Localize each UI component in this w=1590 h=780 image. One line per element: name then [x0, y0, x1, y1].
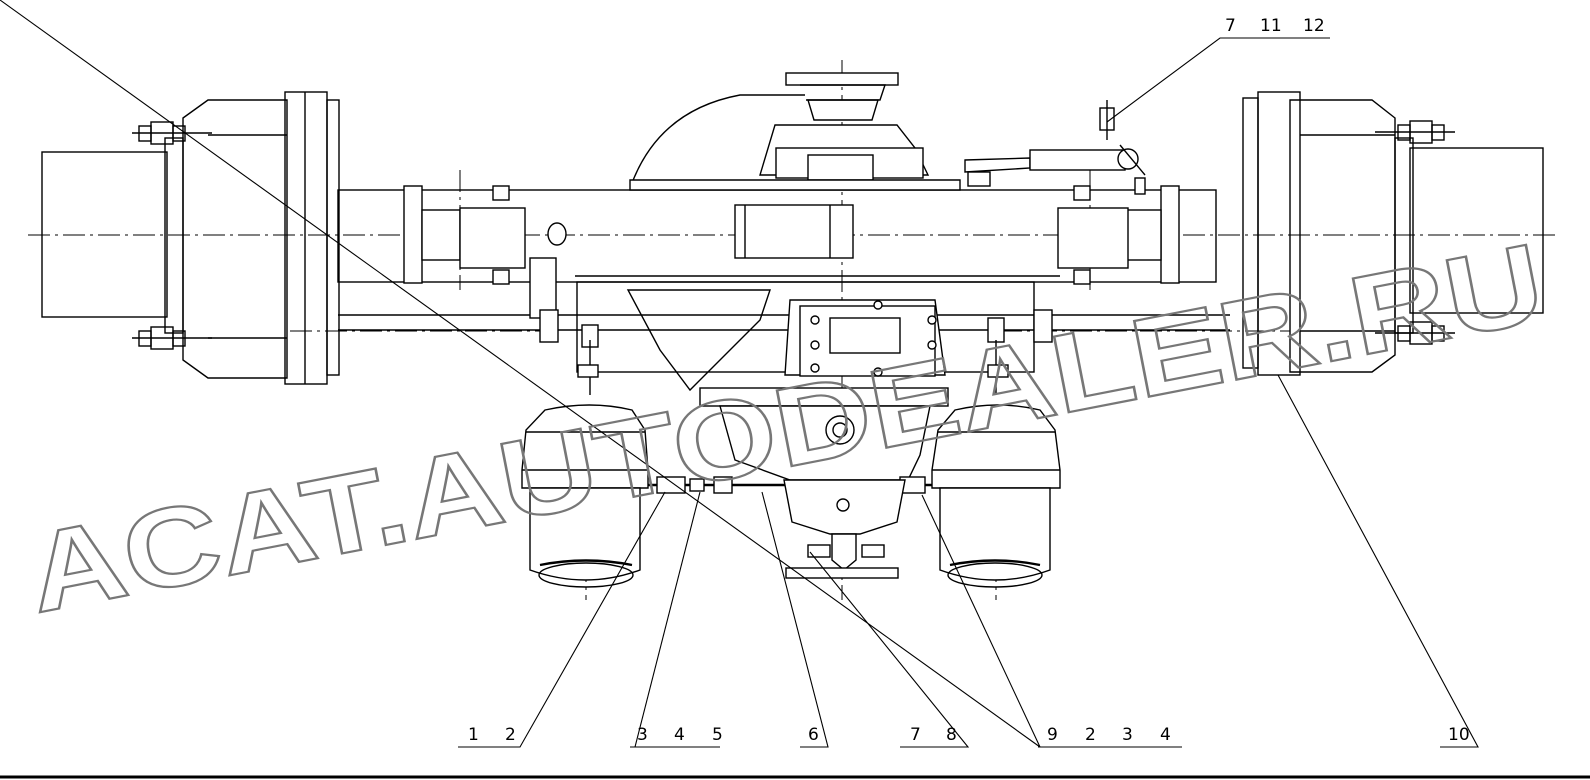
- right-brake-flange: [1057, 185, 1180, 285]
- callout-11: 11: [1260, 16, 1282, 36]
- left-brake-chamber: [521, 404, 649, 588]
- left-hub-bolts: [132, 121, 212, 350]
- right-brake-chamber: [931, 404, 1061, 588]
- callout-12: 12: [1303, 16, 1325, 36]
- callout-4a: 4: [674, 725, 685, 745]
- callout-8: 8: [946, 725, 957, 745]
- callout-10: 10: [1448, 725, 1470, 745]
- callout-4b: 4: [1160, 725, 1171, 745]
- leader-lines: [0, 0, 1479, 748]
- differential-carrier: [629, 72, 961, 259]
- callout-7-bottom: 7: [910, 725, 921, 745]
- callout-2b: 2: [1085, 725, 1096, 745]
- callout-3b: 3: [1122, 725, 1133, 745]
- push-rods: [648, 476, 932, 494]
- callout-5: 5: [712, 725, 723, 745]
- callout-labels: 7 11 12 1 2 3 4 5 6 7 8 9 2 3 4 10: [468, 16, 1470, 745]
- left-wheel-hub: [41, 91, 340, 385]
- callout-9: 9: [1047, 725, 1058, 745]
- breather-valve: [964, 100, 1146, 195]
- left-brake-flange: [403, 185, 567, 319]
- callout-1: 1: [468, 725, 479, 745]
- brake-chamber-brackets: [539, 309, 1053, 395]
- lower-bracket: [783, 479, 906, 579]
- callout-3a: 3: [637, 725, 648, 745]
- right-hub-bolts: [1375, 120, 1455, 345]
- callout-6: 6: [808, 725, 819, 745]
- callout-2a: 2: [505, 725, 516, 745]
- callout-7-top: 7: [1225, 16, 1236, 36]
- center-carrier-lower: [576, 281, 1035, 481]
